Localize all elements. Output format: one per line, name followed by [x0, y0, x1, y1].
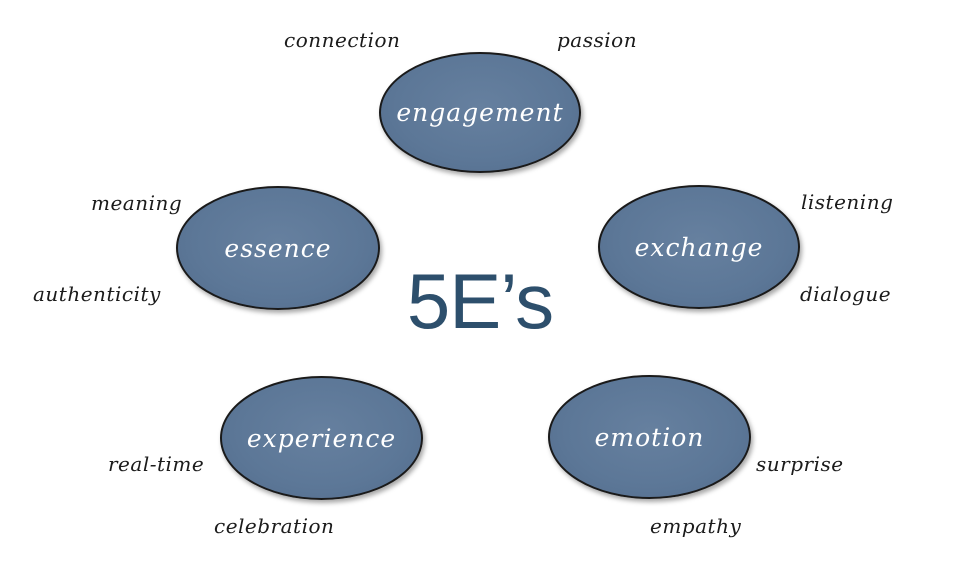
word-authenticity: authenticity — [33, 282, 161, 306]
node-emotion-label: emotion — [594, 422, 705, 452]
diagram-title: 5E’s — [406, 257, 554, 345]
node-experience-label: experience — [246, 423, 397, 453]
word-meaning: meaning — [91, 191, 183, 215]
node-exchange: exchange — [598, 185, 800, 309]
node-experience: experience — [220, 376, 423, 500]
word-passion: passion — [557, 28, 638, 52]
word-surprise: surprise — [756, 452, 844, 476]
word-connection: connection — [284, 28, 401, 52]
node-engagement: engagement — [379, 52, 581, 173]
word-real-time: real-time — [108, 452, 205, 476]
node-emotion: emotion — [548, 375, 751, 499]
word-empathy: empathy — [650, 514, 742, 538]
node-exchange-label: exchange — [634, 232, 764, 262]
node-engagement-label: engagement — [396, 98, 564, 127]
word-celebration: celebration — [214, 514, 335, 538]
node-essence-label: essence — [224, 233, 332, 263]
node-essence: essence — [176, 186, 380, 310]
word-dialogue: dialogue — [800, 282, 892, 306]
word-listening: listening — [801, 190, 894, 214]
